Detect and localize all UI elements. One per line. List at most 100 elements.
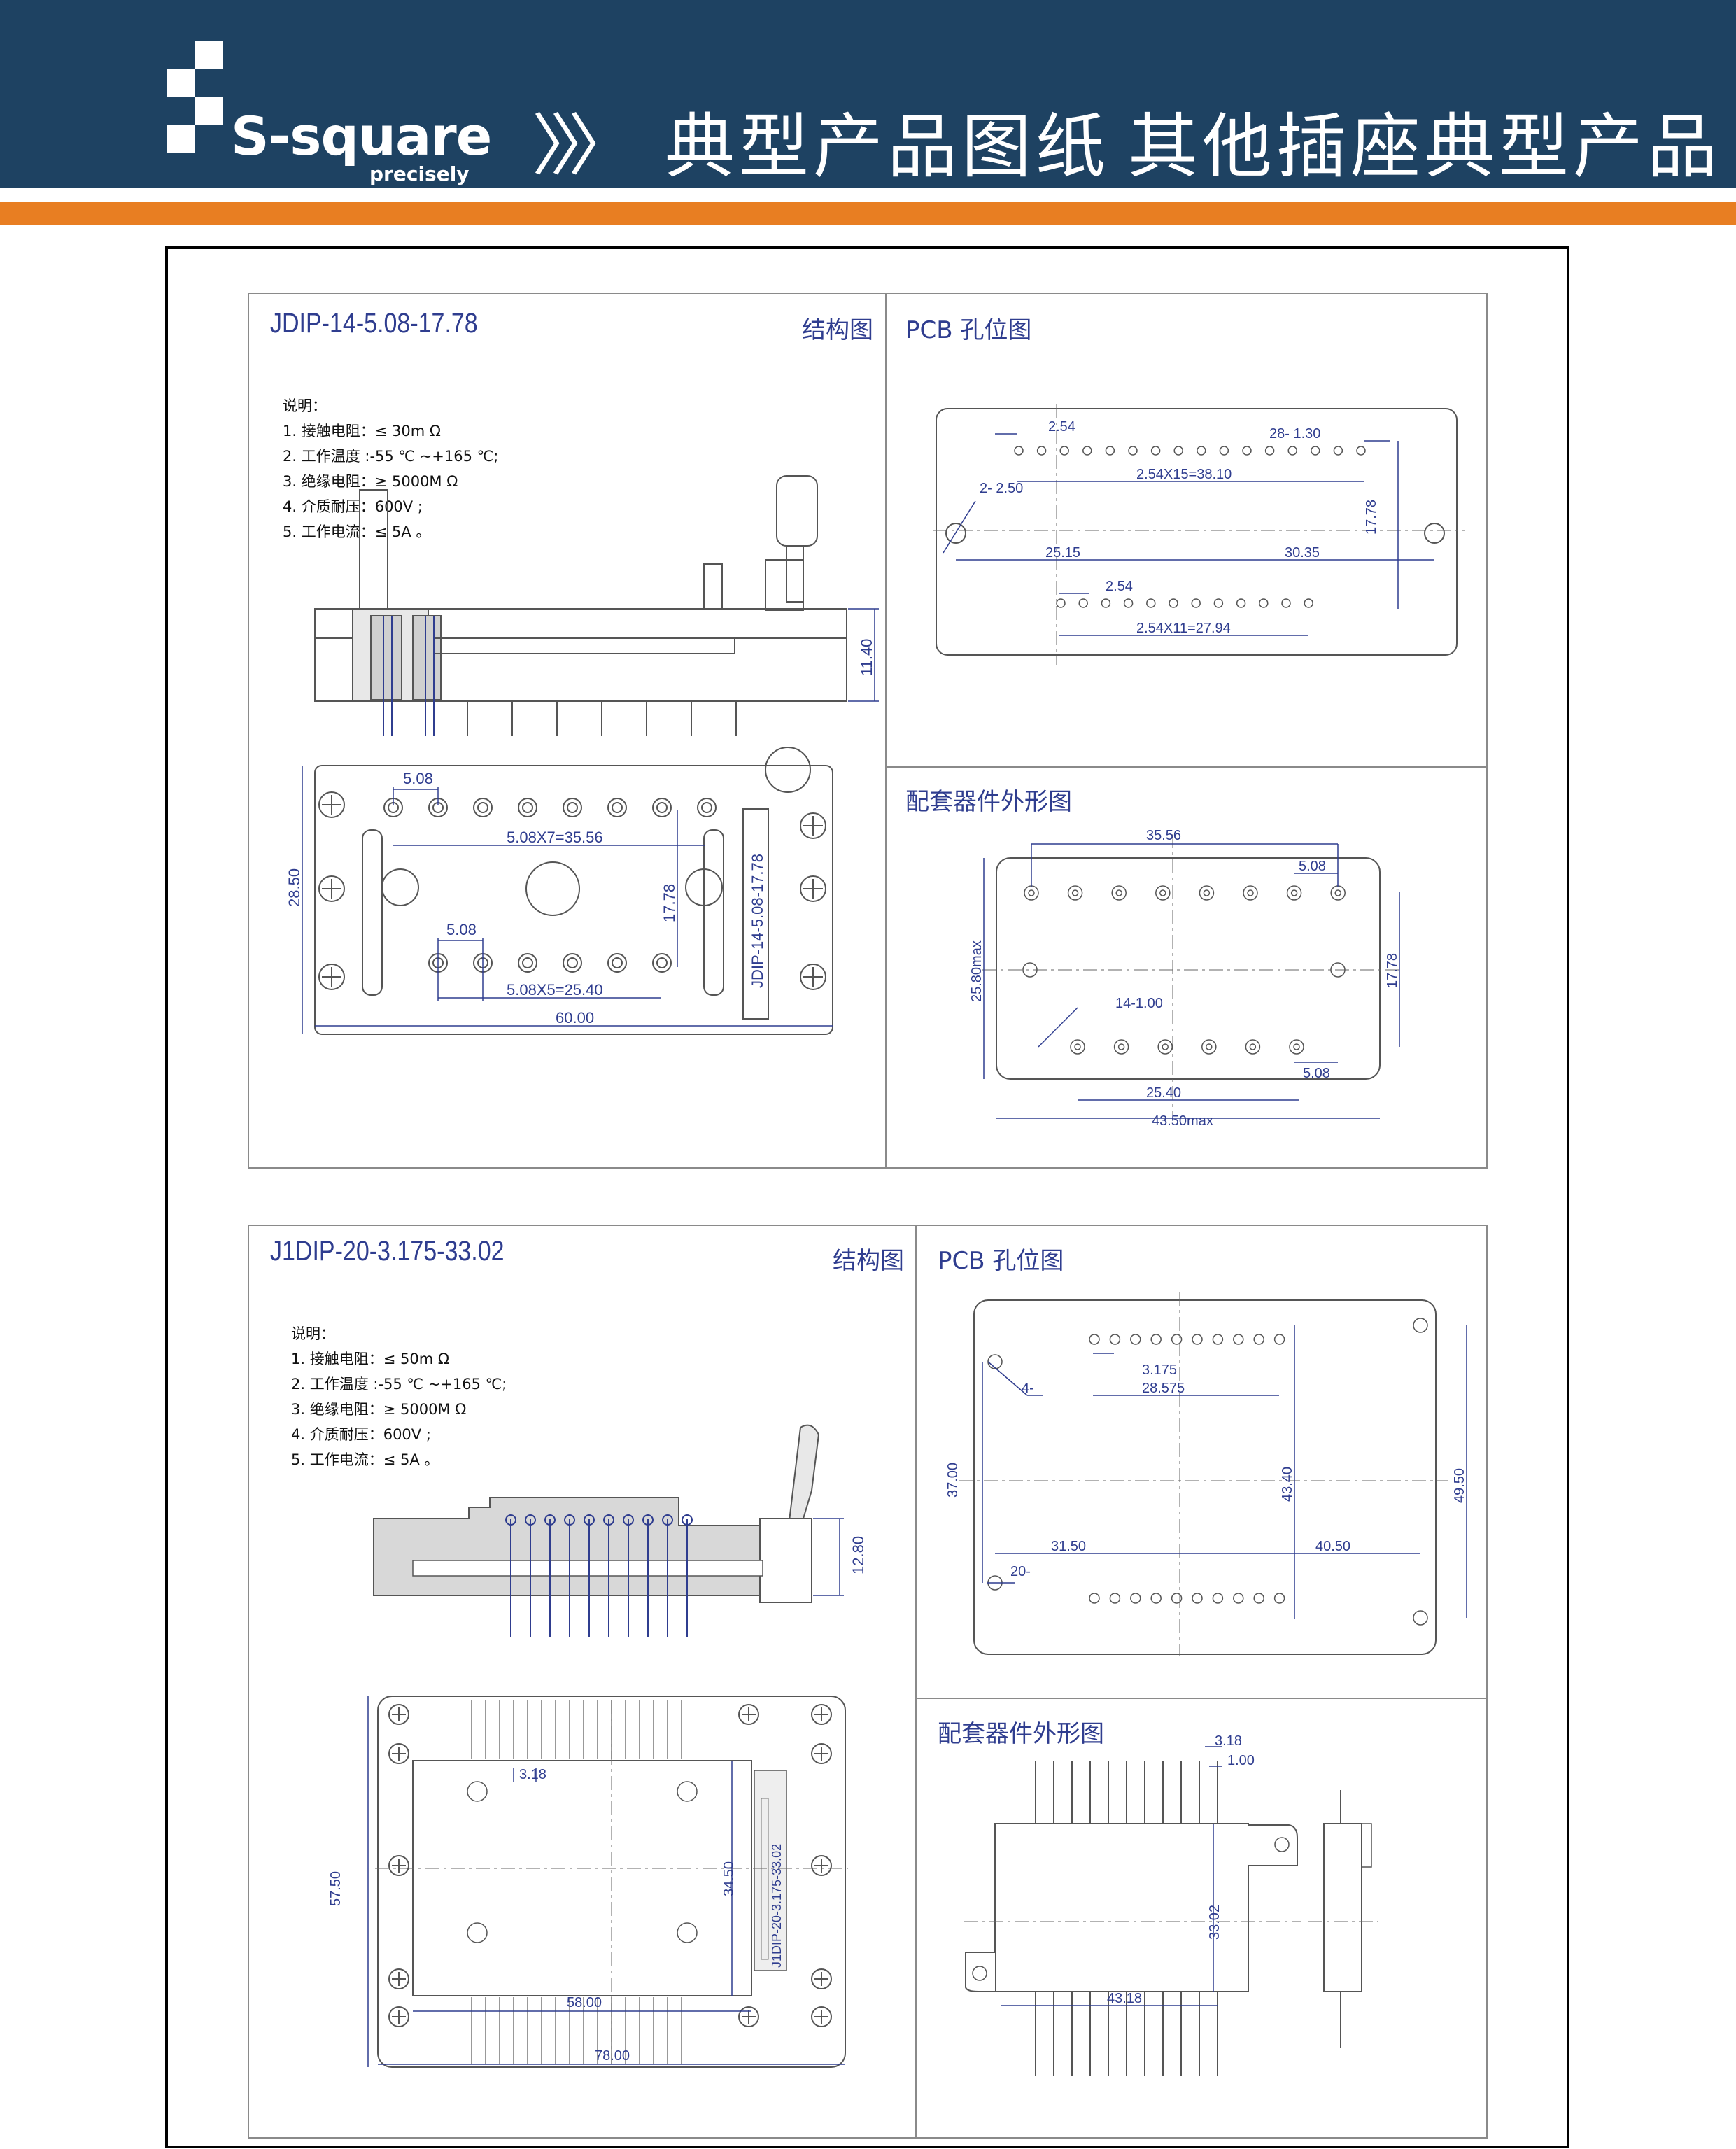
socket-hole (612, 957, 623, 968)
pcb-hole (1253, 1334, 1264, 1345)
screw-icon (738, 2006, 759, 2027)
product1-model-title: JDIP-14-5.08-17.78 (270, 308, 478, 339)
p1-row-gap-dim: 17.78 (661, 884, 678, 922)
pcb-hole (1191, 598, 1201, 608)
contact-pin-head (603, 1514, 614, 1526)
note-line: 1. 接触电阻：≤ 50m Ω (291, 1351, 449, 1367)
contact-pin-head (584, 1514, 595, 1526)
pin-hole (1028, 889, 1035, 896)
pin-hole (1070, 1039, 1085, 1055)
socket-hole (656, 802, 668, 813)
pcb-hole (1056, 598, 1066, 608)
socket-hole (612, 802, 623, 813)
screw-icon (388, 1704, 409, 1725)
pcb-hole (1264, 446, 1275, 456)
contact-pin-head (505, 1514, 516, 1526)
pin-hole (1247, 889, 1254, 896)
pin-hole (1286, 885, 1302, 901)
p2-pcb-right: 40.50 (1315, 1539, 1350, 1554)
pcb-hole (1150, 446, 1161, 456)
brand-name: S-square (231, 105, 492, 167)
socket-hole (607, 953, 627, 973)
note-line: 5. 工作电流：≤ 5A 。 (291, 1451, 439, 1468)
pcb-hole (1130, 1334, 1141, 1345)
pin-hole (1290, 889, 1298, 896)
screw-icon (811, 1968, 832, 1989)
pcb-hole (1192, 1593, 1203, 1604)
p1-width-dim: 60.00 (556, 1009, 594, 1027)
product1-mating-drawing: 35.56 5.08 14-1.00 5.08 25.40 43.50max 2… (969, 828, 1402, 1129)
product2-mating-drawing: 3.18 1.00 43.18 33.02 (964, 1733, 1378, 2076)
p2-pcb-span: 28.575 (1142, 1381, 1185, 1396)
contact-pin-head (544, 1514, 556, 1526)
p1-mat-pitch-b: 5.08 (1303, 1066, 1330, 1081)
pin-hole (1024, 885, 1039, 901)
socket-hole (522, 802, 533, 813)
pin-hole (1074, 1043, 1081, 1050)
socket-hole (477, 802, 488, 813)
socket-hole (697, 798, 717, 817)
pin-hole (1245, 1039, 1261, 1055)
p2-pcb-left: 31.50 (1051, 1539, 1086, 1554)
pcb-hole (1212, 1334, 1224, 1345)
pcb-hole (1197, 446, 1206, 456)
pcb-hole (1059, 446, 1069, 456)
pcb-hole (1192, 1334, 1203, 1345)
pcb-hole (1233, 1593, 1244, 1604)
product1-horizontal-divider (885, 766, 1488, 768)
accent-stripe (0, 202, 1736, 225)
pcb-hole (1233, 1334, 1244, 1345)
socket-hole (563, 798, 582, 817)
socket-hole (567, 957, 578, 968)
p1-pcb-row-gap: 17.78 (1364, 500, 1379, 535)
p1-pcb-left: 25.15 (1045, 545, 1080, 561)
product2-pcb-label: PCB 孔位图 (938, 1247, 1064, 1275)
product1-mating-label: 配套器件外形图 (905, 788, 1072, 816)
p1-mat-row-gap: 17.78 (1385, 953, 1400, 988)
contact-pin-head (682, 1514, 693, 1526)
pcb-hole (1036, 446, 1047, 456)
note-line: 2. 工作温度 :-55 ℃ ~+165 ℃; (283, 448, 499, 465)
p1-pcb-pitch-top: 2.54 (1048, 419, 1075, 435)
pcb-hole (1259, 598, 1269, 608)
pcb-hole (1273, 1593, 1285, 1604)
p2-top-width: 78.00 (595, 2048, 630, 2064)
socket-hole (656, 957, 668, 968)
pin-hole (1113, 1039, 1129, 1055)
socket-hole (518, 953, 537, 973)
note-line: 说明： (291, 1325, 335, 1342)
p1-side-height-dim: 11.40 (858, 639, 875, 676)
chevron-arrows-icon: 〉〉〉 (532, 106, 635, 185)
pcb-hole (1281, 598, 1291, 608)
p1-mat-span-b: 25.40 (1146, 1085, 1181, 1101)
screw-icon (811, 1704, 832, 1725)
p1-bottom-pitch-dim: 5.08 (446, 921, 477, 938)
socket-hole (518, 798, 537, 817)
product1-vertical-divider (885, 293, 887, 1169)
pcb-hole (1242, 446, 1252, 456)
product2-model-title: J1DIP-20-3.175-33.02 (270, 1236, 504, 1267)
pcb-hole (1171, 1334, 1183, 1345)
p2-pcb-row-gap: 43.40 (1280, 1467, 1295, 1502)
pcb-hole (1171, 1593, 1183, 1604)
pcb-hole (1333, 446, 1343, 456)
p1-part-label: JDIP-14-5.08-17.78 (749, 854, 766, 988)
p2-pcb-left-h: 37.00 (945, 1463, 961, 1498)
pcb-hole (1287, 446, 1297, 456)
p1-pcb-right: 30.35 (1285, 545, 1320, 561)
product2-side-view: 12.80 (373, 1424, 867, 1637)
pcb-hole (1123, 598, 1134, 608)
pcb-hole (1311, 446, 1320, 456)
screw-icon (738, 1704, 759, 1725)
product1-side-view: 11.40 (314, 475, 879, 736)
note-line: 3. 绝缘电阻：≥ 5000M Ω (283, 473, 458, 490)
socket-hole (567, 802, 578, 813)
note-line: 5. 工作电流：≤ 5A 。 (283, 523, 431, 540)
drawing-frame (165, 246, 1569, 2148)
product2-vertical-divider (915, 1225, 917, 2139)
brand-tagline: precisely (369, 162, 470, 185)
socket-hole (522, 957, 533, 968)
header-banner: S-square precisely 〉〉〉 典型产品图纸 其他插座典型产品 (0, 0, 1736, 188)
product1-panel (248, 293, 1488, 1169)
pcb-hole (1356, 446, 1366, 456)
